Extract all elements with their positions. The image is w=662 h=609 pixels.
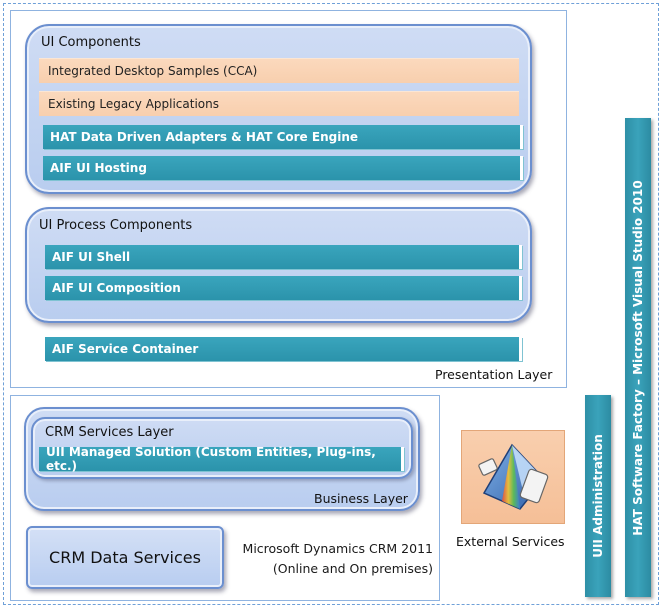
ui-process-components-title: UI Process Components [39,218,193,233]
crm-services-layer-group: CRM Services Layer UII Managed Solution … [31,417,413,479]
business-layer-label: Business Layer [314,491,408,506]
aif-service-container: AIF Service Container [45,337,522,361]
integrated-desktop-samples: Integrated Desktop Samples (CCA) [39,58,519,83]
existing-legacy-applications: Existing Legacy Applications [39,91,519,116]
dynamics-line1: Microsoft Dynamics CRM 2011 [242,541,433,556]
business-layer: CRM Services Layer UII Managed Solution … [10,395,440,601]
business-layer-group: CRM Services Layer UII Managed Solution … [24,407,420,511]
crm-services-layer-title: CRM Services Layer [45,425,174,440]
aif-ui-hosting: AIF UI Hosting [43,156,523,180]
uii-boundary [3,3,659,605]
external-services-label: External Services [456,534,565,549]
ui-components-group: UI Components Integrated Desktop Samples… [25,24,532,194]
ui-process-components-group: UI Process Components AIF UI Shell AIF U… [25,207,532,323]
uii-administration-bar: UII Administration [585,395,611,597]
uii-managed-solution: UII Managed Solution (Custom Entities, P… [39,445,404,473]
hat-software-factory-bar: HAT Software Factory – Microsoft Visual … [625,118,651,597]
ui-components-title: UI Components [41,35,141,50]
presentation-layer-label: Presentation Layer [435,367,553,382]
dynamics-line2: (Online and On premises) [272,561,433,576]
uii-administration-label: UII Administration [591,434,605,558]
external-services-icon-box [461,430,565,524]
crm-data-services: CRM Data Services [26,526,224,589]
external-services-icon [478,443,549,510]
hat-software-factory-label: HAT Software Factory – Microsoft Visual … [631,179,645,536]
hat-data-driven-adapters: HAT Data Driven Adapters & HAT Core Engi… [43,125,523,149]
aif-ui-composition: AIF UI Composition [45,276,522,300]
presentation-layer: UI Components Integrated Desktop Samples… [10,10,567,388]
dynamics-label: Microsoft Dynamics CRM 2011 (Online and … [227,539,433,579]
aif-ui-shell: AIF UI Shell [45,245,522,269]
